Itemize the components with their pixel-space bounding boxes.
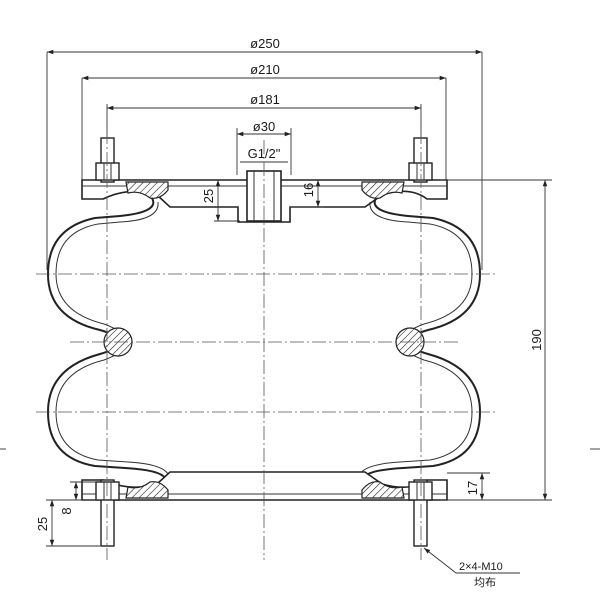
bottom-plate-height-label: 17 [465, 481, 480, 495]
dim-nut-height: 8 [59, 481, 96, 515]
bottom-left-clamp [125, 481, 169, 499]
overall-height-label: 190 [529, 329, 544, 351]
bead-diameter-label: ø210 [250, 62, 280, 77]
bolt-callout: 2×4-M10 均布 [423, 547, 520, 589]
port-depth-label: 25 [201, 189, 216, 203]
centerlines [0, 130, 600, 560]
top-right-bolt [408, 137, 433, 183]
bolt-circle-label: ø181 [250, 92, 280, 107]
bolt-length-label: 25 [35, 517, 50, 531]
port-diameter-label: ø30 [253, 119, 275, 134]
dim-bolt-length: 25 [35, 499, 100, 547]
dim-bottom-plate-height: 17 [447, 472, 490, 500]
outer-diameter-label: ø250 [250, 36, 280, 51]
top-left-bolt [95, 137, 120, 183]
top-right-clamp [361, 181, 405, 199]
top-left-clamp [125, 181, 169, 199]
dim-bead-diameter: ø210 [81, 62, 447, 182]
dim-outer-diameter: ø250 [46, 36, 483, 270]
bolt-spec-label: 2×4-M10 [459, 561, 503, 573]
bottom-right-bolt [408, 479, 433, 547]
bottom-left-bolt [95, 479, 120, 547]
bottom-right-clamp [361, 481, 405, 499]
nut-height-label: 8 [59, 507, 74, 514]
dim-overall-height: 190 [440, 179, 552, 501]
top-plate-height-label: 16 [301, 183, 316, 197]
dim-top-plate-height: 16 [290, 180, 324, 208]
bolt-note-label: 均布 [474, 576, 496, 589]
dim-port-depth: 25 [201, 180, 240, 222]
